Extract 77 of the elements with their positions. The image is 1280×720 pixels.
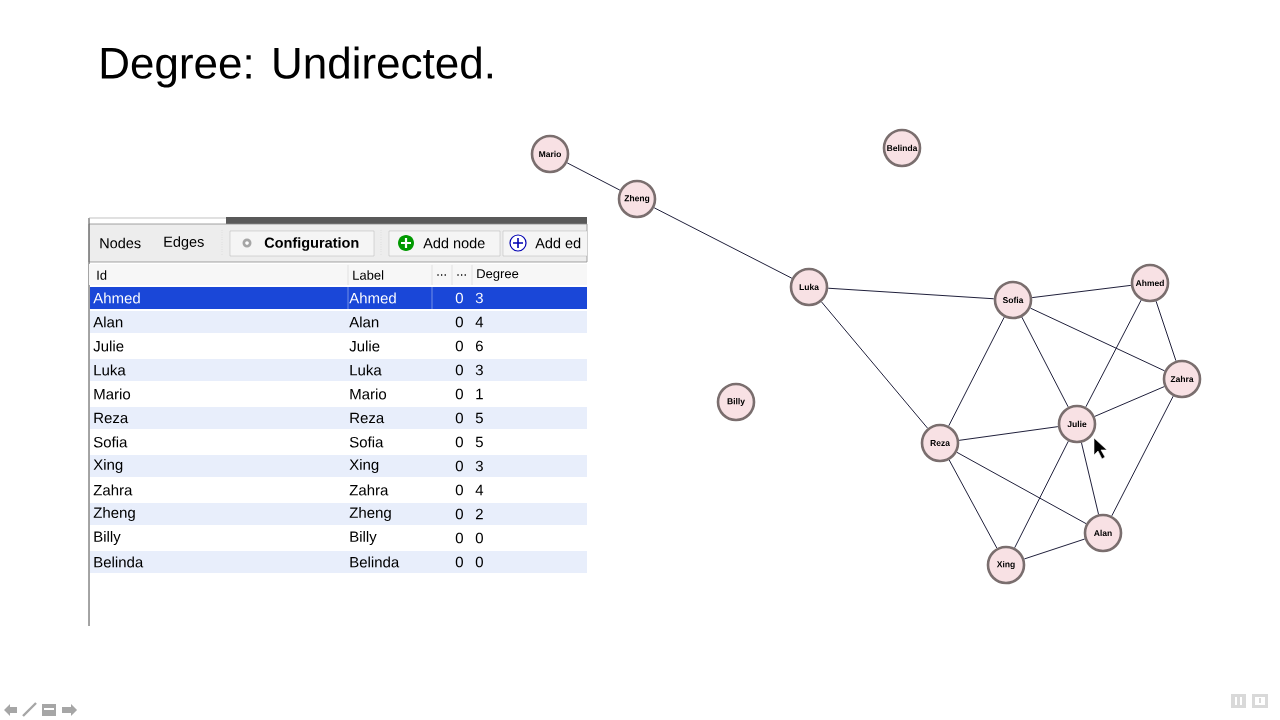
table-value: 3 — [475, 292, 483, 304]
table-value: 2 — [475, 508, 483, 520]
table-value: 0 — [455, 292, 463, 304]
edge-line — [958, 426, 1059, 441]
edge-line — [948, 459, 998, 549]
table-value: 0 — [455, 364, 463, 376]
table-value: 5 — [475, 436, 483, 448]
table-value: 4 — [475, 484, 484, 496]
table-value: Belinda — [94, 556, 144, 568]
table-value: Julie — [349, 340, 380, 352]
edge-line — [1155, 300, 1177, 362]
add-edge-button: Add ed — [502, 230, 588, 257]
edge-line — [1085, 299, 1142, 408]
table-value: Xing — [93, 459, 123, 473]
table-value: 0 — [455, 460, 463, 472]
configuration-button: Configuration — [229, 230, 375, 257]
table-value: Ahmed — [349, 292, 396, 304]
table-value: Zahra — [349, 484, 389, 496]
column-header: ... — [457, 274, 466, 276]
column-header: Degree — [477, 269, 519, 281]
table-value: 5 — [475, 412, 483, 424]
tab-label: Nodes — [100, 237, 141, 249]
edge-line — [948, 316, 1005, 427]
edge-line — [1081, 442, 1100, 515]
edge-line — [827, 287, 995, 300]
table-value: 0 — [455, 340, 463, 352]
table-value: 0 — [455, 436, 463, 448]
table-value: Luka — [350, 364, 382, 376]
table-value: Billy — [94, 531, 121, 545]
edge-line — [1094, 386, 1165, 417]
add-node-button: Add node — [388, 230, 501, 257]
table-value: Alan — [93, 316, 123, 328]
table-value: Alan — [349, 316, 379, 328]
column-header: Label — [353, 270, 384, 280]
table-value: Reza — [350, 412, 385, 424]
table-value: 0 — [455, 532, 463, 544]
table-value: 0 — [455, 388, 463, 400]
edge-line — [1031, 284, 1132, 299]
table-value: Billy — [350, 531, 377, 545]
table-value: 0 — [455, 316, 463, 328]
table-value: 0 — [475, 556, 483, 568]
edge-line — [1014, 440, 1069, 549]
column-header: Id — [97, 270, 107, 280]
table-value: 0 — [455, 508, 463, 520]
edge-line — [1030, 307, 1165, 372]
table-value: Ahmed — [93, 292, 140, 304]
table-value: Zheng — [349, 507, 391, 521]
edge-line — [956, 451, 1087, 525]
table-value: Zahra — [93, 484, 133, 496]
tab-label: Edges — [164, 236, 204, 250]
table-value: 6 — [476, 340, 483, 352]
table-value: 4 — [475, 316, 484, 328]
table-value: Reza — [94, 412, 129, 424]
table-value: Belinda — [350, 556, 400, 568]
table-value: Mario — [94, 388, 131, 400]
table-value: Luka — [94, 364, 126, 376]
table-value: 0 — [455, 484, 463, 496]
slide-title: Degree: Undirected. — [101, 46, 492, 88]
column-header: ... — [437, 274, 446, 276]
table-value: Sofia — [349, 436, 384, 448]
table-value: 0 — [475, 532, 483, 544]
table-value: 3 — [475, 460, 483, 472]
edge-line — [1111, 395, 1174, 517]
table-value: 0 — [455, 556, 463, 568]
table-value: 0 — [455, 412, 463, 424]
table-value: 1 — [476, 388, 483, 400]
edge-line — [820, 301, 929, 429]
edge-line — [1021, 316, 1069, 408]
table-value: Xing — [349, 459, 379, 473]
edge-line — [653, 207, 793, 279]
table-value: Mario — [350, 388, 387, 400]
table-value: Julie — [93, 340, 124, 352]
edge-line — [1023, 538, 1086, 560]
table-value: 3 — [475, 364, 483, 376]
table-value: Zheng — [93, 507, 135, 521]
edge-line — [566, 162, 621, 191]
table-value: Sofia — [93, 436, 128, 448]
